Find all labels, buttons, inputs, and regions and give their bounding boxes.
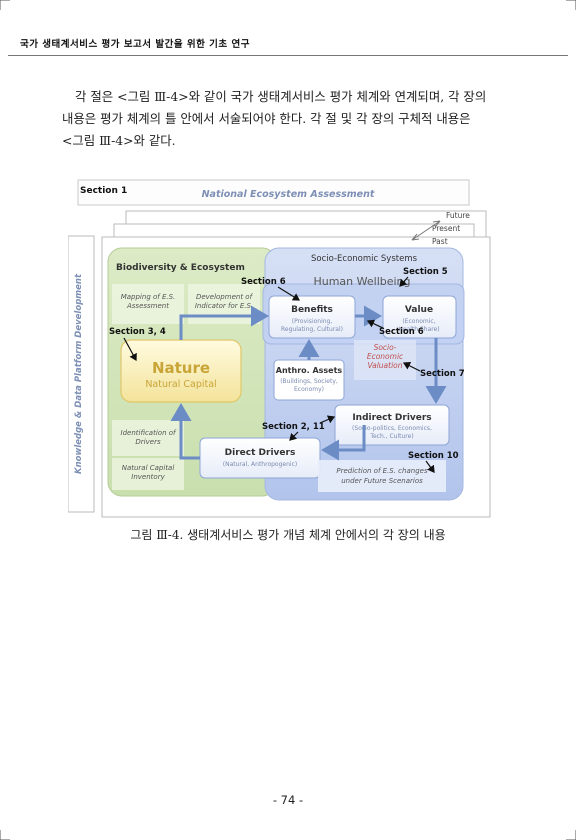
direct-drivers-box: [199, 437, 321, 479]
indirect-drivers-label: Indirect Drivers: [352, 413, 431, 423]
indicator-line-1: Development of: [196, 293, 254, 301]
indicator-line-2: Indicator for E.S.: [195, 302, 253, 310]
prediction-line-2: under Future Scenarios: [341, 477, 423, 485]
crop-mark-top-left: [0, 0, 10, 10]
timeline-present: Present: [432, 224, 460, 233]
identification-line-1: Identification of: [121, 429, 178, 437]
benefits-label: Benefits: [291, 305, 333, 315]
direct-drivers-label: Direct Drivers: [225, 448, 296, 458]
indirect-sub-2: Tech., Culture): [369, 433, 413, 440]
valuation-line-3: Valuation: [367, 361, 402, 370]
anthro-sub-2: Economy): [294, 386, 324, 393]
crop-mark-bottom-left: [0, 830, 10, 840]
page-number: - 74 -: [272, 793, 304, 807]
section-2-11-label: Section 2, 11: [262, 422, 325, 432]
mapping-note: [112, 284, 184, 324]
section-5-label: Section 5: [403, 267, 448, 277]
direct-to-nature-arrow: [170, 403, 200, 460]
value-label: Value: [405, 305, 433, 315]
section-6-label-mid: Section 6: [379, 327, 424, 337]
timeline-future: Future: [446, 211, 470, 220]
mapping-line-2: Assessment: [126, 302, 169, 310]
section-1-label: Section 1: [80, 186, 127, 196]
valuation-note: [354, 340, 416, 380]
section-6-pointer-top: [277, 286, 301, 301]
header-rule: [8, 55, 568, 56]
identification-line-2: Drivers: [135, 438, 161, 446]
knowledge-platform-bar: [68, 235, 95, 513]
flow-arrows: [170, 305, 447, 461]
biodiversity-title: Biodiversity & Ecosystem: [116, 263, 245, 273]
benefits-sub-2: Regulating, Cultural): [281, 326, 343, 333]
section-10-pointer: [425, 460, 435, 473]
body-line-2: 내용은 평가 체계의 틀 안에서 서술되어야 한다. 각 절 및 각 장의 구체…: [62, 111, 471, 126]
crop-mark-bottom-right: [566, 830, 576, 840]
section-2-11-pointer-b: [289, 431, 299, 441]
natural-capital-label: Natural Capital: [145, 379, 216, 390]
identification-note: [112, 420, 184, 456]
indirect-sub-1: (Socio-politics, Economics,: [352, 425, 432, 432]
body-line-1: 각 절은 <그림 Ⅲ-4>와 같이 국가 생태계서비스 평가 체계와 연계되며,…: [75, 89, 487, 104]
timeline-past: Past: [432, 237, 448, 246]
value-box: [382, 295, 457, 339]
timeline-arrow-icon: [411, 220, 441, 241]
national-assessment-bar: [77, 179, 470, 206]
nature-to-benefits-arrow: [179, 305, 269, 340]
knowledge-platform-label: Knowledge & Data Platform Development: [74, 273, 84, 474]
section-7-pointer: [402, 361, 421, 372]
inventory-line-1: Natural Capital: [122, 464, 175, 472]
valuation-line-1: Socio-: [374, 343, 397, 352]
valuation-line-2: Economic: [367, 352, 404, 361]
value-sub-2: Health Share): [398, 326, 439, 333]
body-line-3: <그림 Ⅲ-4>와 같다.: [62, 133, 176, 148]
national-assessment-label: National Ecosystem Assessment: [202, 189, 375, 200]
socio-economic-title: Socio-Economic Systems: [311, 254, 418, 264]
section-6-pointer-mid: [366, 319, 384, 329]
section-6-label-top: Section 6: [241, 277, 286, 287]
section-2-11-pointer-a: [319, 415, 336, 424]
inventory-line-2: Inventory: [131, 473, 165, 481]
mapping-line-1: Mapping of E.S.: [121, 293, 176, 301]
indirect-to-direct-arrow: [321, 425, 366, 461]
inventory-note: [112, 458, 184, 490]
prediction-line-1: Prediction of E.S. changes: [336, 467, 428, 475]
value-sub-1: (Economic,: [402, 318, 435, 325]
section-7-label: Section 7: [420, 369, 465, 379]
anthro-sub-1: (Buildings, Society,: [280, 378, 338, 385]
direct-drivers-sub: (Natural, Anthropogenic): [223, 461, 297, 468]
prediction-note: [318, 460, 446, 492]
body-paragraph: 각 절은 <그림 Ⅲ-4>와 같이 국가 생태계서비스 평가 체계와 연계되며,…: [62, 86, 514, 152]
section-5-pointer: [399, 276, 409, 287]
crop-mark-top-right: [566, 0, 576, 10]
anthro-assets-label: Anthro. Assets: [276, 366, 343, 375]
nature-label: Nature: [152, 359, 210, 377]
figure-caption: 그림 Ⅲ-4. 생태계서비스 평가 개념 체계 안에서의 각 장의 내용: [130, 528, 446, 542]
section-3-4-pointer: [123, 337, 137, 362]
framework-figure: National Ecosystem Assessment Section 1 …: [68, 179, 491, 518]
benefits-sub-1: (Provisioning,: [292, 318, 333, 325]
section-10-label: Section 10: [408, 451, 459, 461]
human-wellbeing-label: Human Wellbeing: [313, 275, 410, 288]
timeline-arrowhead-icon: [411, 220, 441, 241]
section-3-4-label: Section 3, 4: [109, 327, 166, 337]
running-header: 국가 생태계서비스 평가 보고서 발간을 위한 기초 연구: [20, 39, 250, 50]
